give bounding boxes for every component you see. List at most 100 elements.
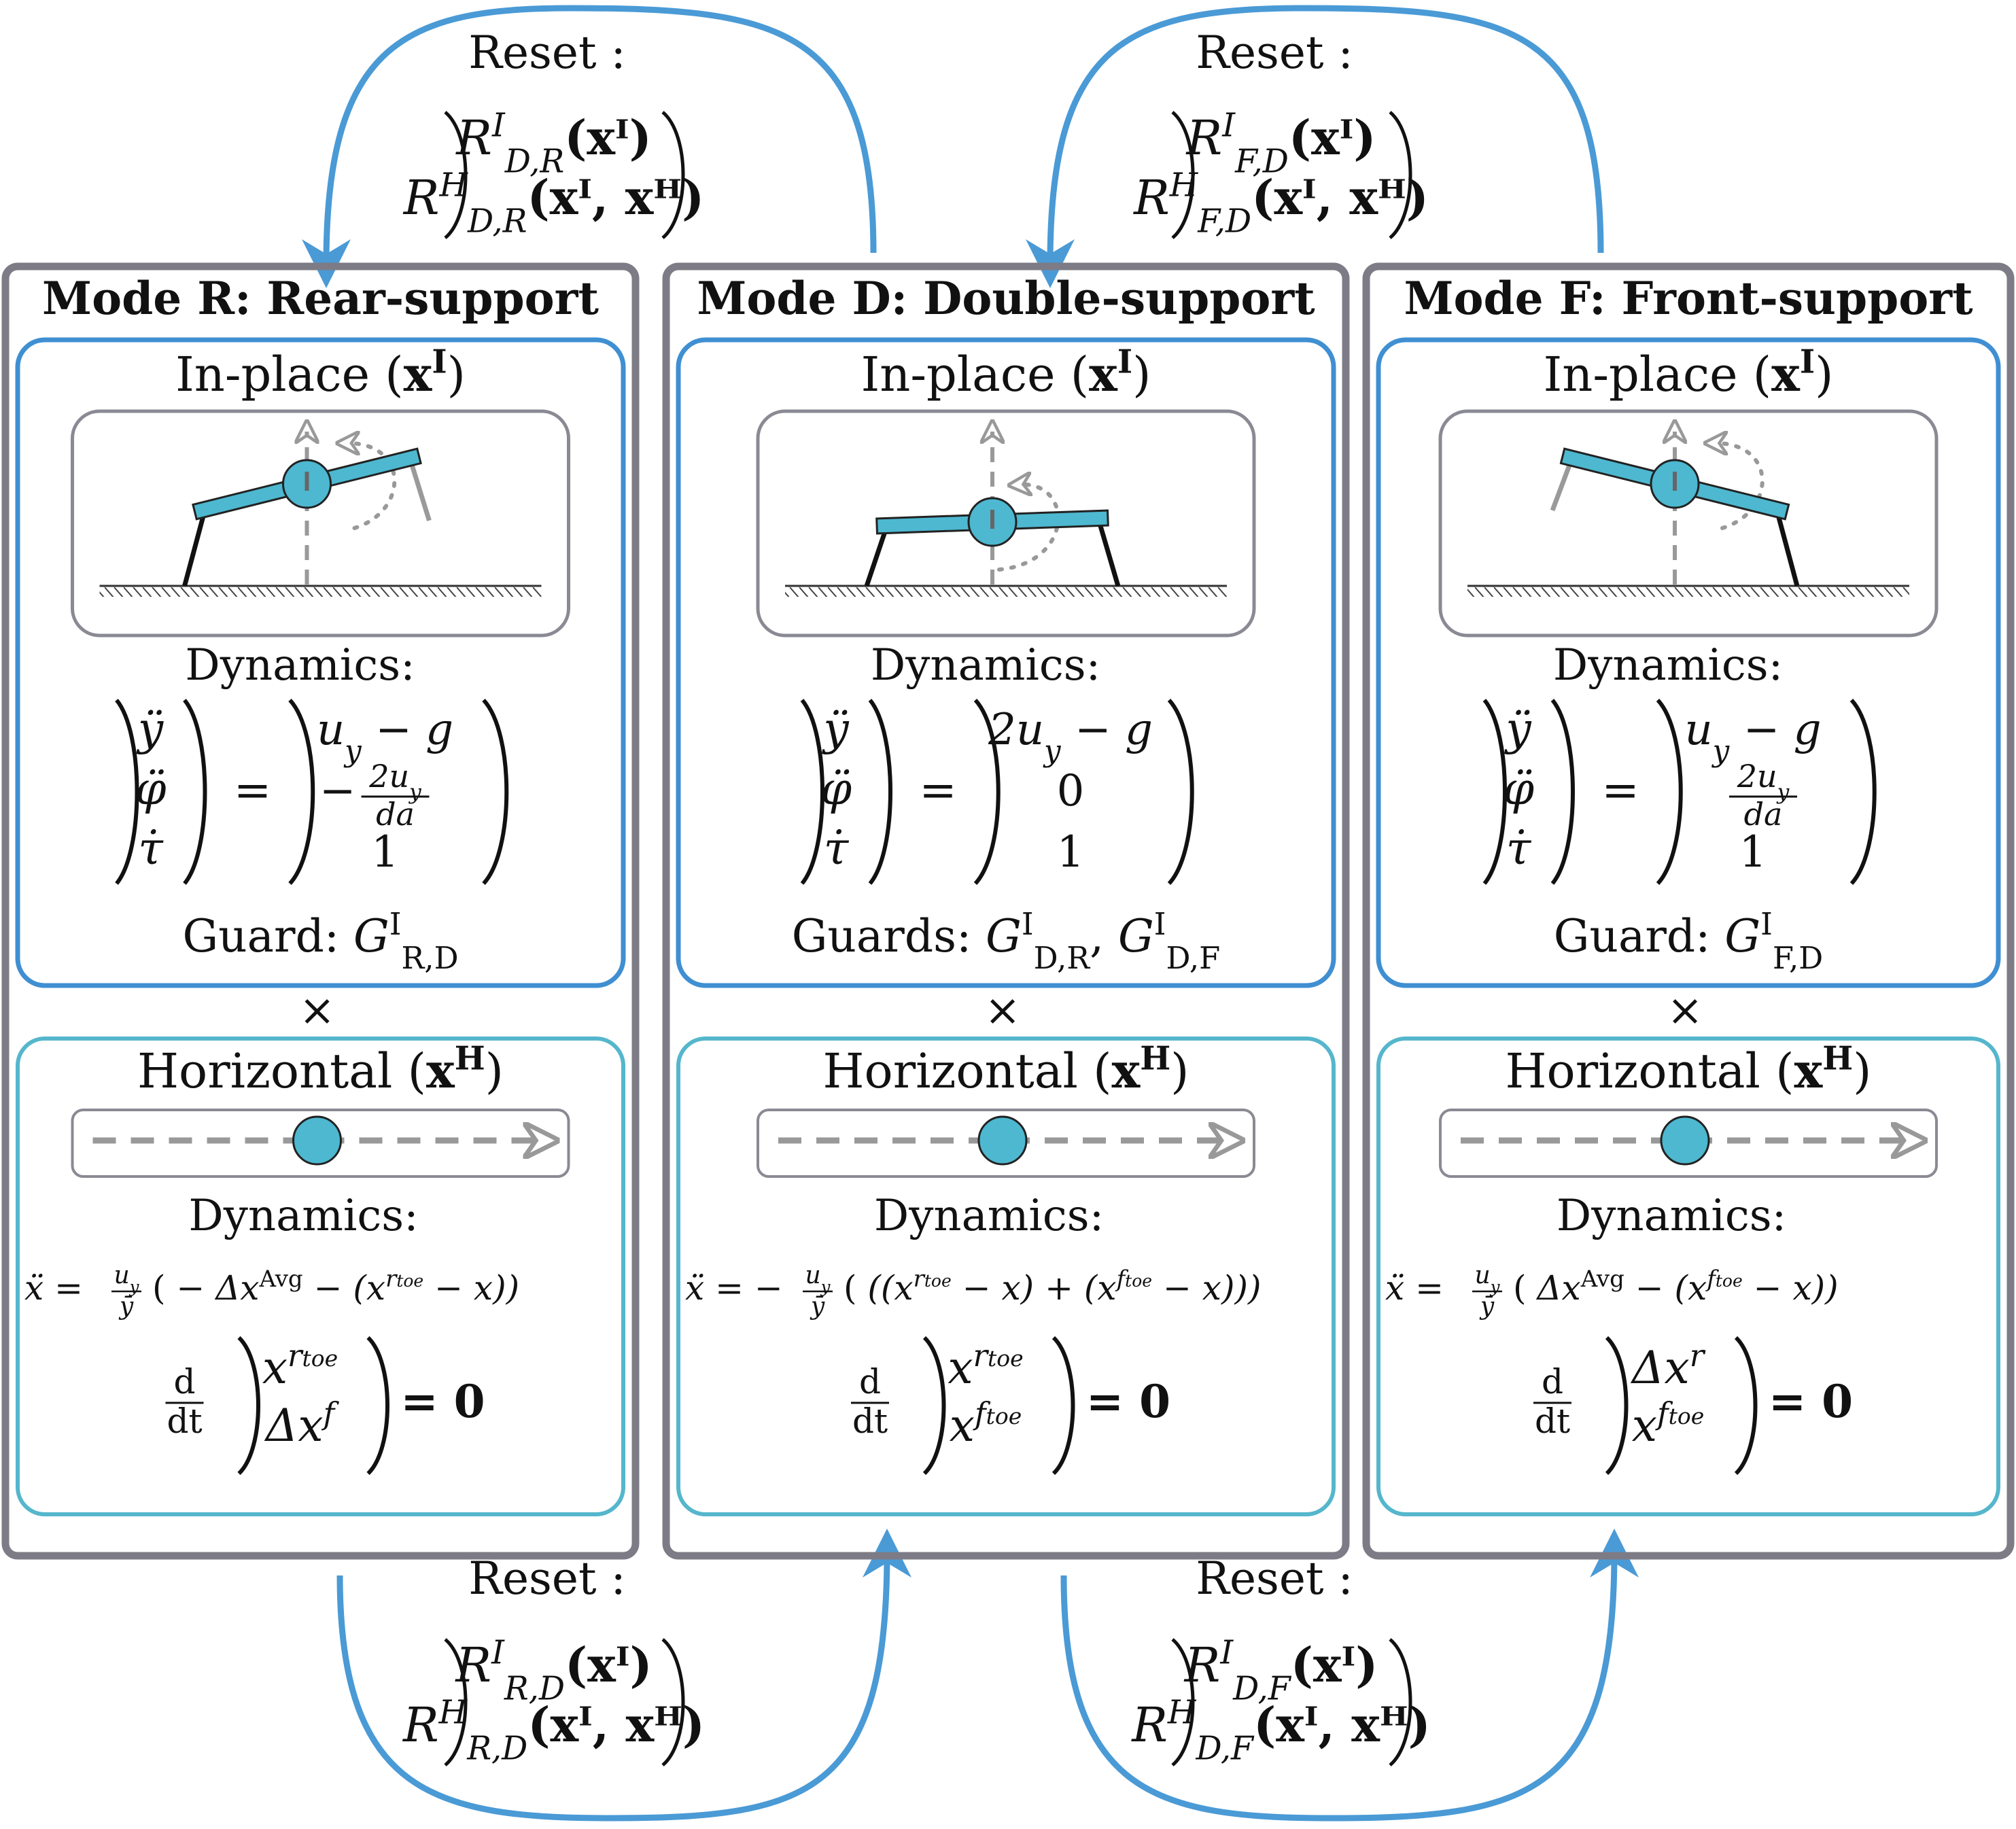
inplace-box [1376, 337, 2001, 988]
robot-sketch [182, 432, 432, 587]
lhs-entry: τ̇ [824, 822, 850, 875]
inplace-title: In-place (xI) [861, 343, 1151, 402]
left-bracket [922, 1336, 946, 1476]
right-bracket [1167, 698, 1194, 886]
lhs-entry: φ̈ [135, 763, 166, 815]
left-bracket [444, 1638, 468, 1766]
reset-line-horizontal: RHD,R(xᴵ, xᴴ) [402, 167, 704, 240]
reset-bottom-right: Reset :RID,F(xᴵ)RHD,F(xᴵ, xᴴ) [1130, 1552, 1431, 1768]
reset-line-inplace: RIR,D(xᴵ) [454, 1634, 652, 1707]
horizontal-com [977, 1115, 1028, 1166]
inplace-dynamics-equation: ÿφ̈τ̇=2uy − g01 [800, 698, 1194, 886]
mode-border [1, 262, 640, 1560]
horizontal-com [1660, 1115, 1710, 1166]
equals-sign: = [234, 764, 271, 816]
left-bracket [1605, 1336, 1629, 1476]
reset-bottom-left: Reset :RIR,D(xᴵ)RHR,D(xᴵ, xᴴ) [402, 1552, 705, 1768]
hdyn-lhs: ẍ = [24, 1268, 83, 1308]
product-symbol: × [984, 986, 1021, 1036]
left-bracket [973, 698, 1001, 886]
robot-sketch [1550, 432, 1800, 587]
product-symbol: × [299, 986, 336, 1036]
left-bracket [115, 699, 139, 885]
horizontal-sketch-frame [1439, 1109, 1938, 1178]
equals-sign: = [919, 764, 956, 816]
horizontal-title: Horizontal (xH) [823, 1039, 1189, 1099]
vector-top: xrtoe [262, 1338, 338, 1394]
horizontal-dynamics-label: Dynamics: [874, 1191, 1104, 1241]
hdyn-frac-denominator: ȳ [118, 1293, 134, 1321]
ddt-numerator: d [1542, 1362, 1563, 1401]
left-bracket [1656, 698, 1683, 886]
arrow-bottom-right [1060, 1529, 1639, 1822]
right-bracket [1389, 1638, 1412, 1766]
arrow-top-right [1026, 5, 1604, 288]
horizontal-box [16, 1037, 625, 1516]
rear-leg [1550, 460, 1574, 512]
reset-label: Reset : [468, 27, 625, 79]
vector-top: Δxr [1630, 1338, 1706, 1394]
rhs-top: 2uy − g [988, 705, 1153, 768]
robot-sketch [864, 432, 1121, 587]
rhs-mid: 0 [1057, 766, 1085, 816]
rhs-top: uy − g [317, 705, 453, 768]
equals-zero: = 0 [1086, 1375, 1170, 1428]
rhs-mid-sign: − [319, 766, 356, 816]
ddt-denominator: dt [852, 1401, 888, 1441]
ground-hatch [1467, 586, 1909, 597]
right-bracket [868, 699, 892, 885]
reset-line-inplace: RIF,D(xᴵ) [1185, 107, 1376, 180]
vector-bottom: Δxf [264, 1395, 340, 1452]
front-leg [1776, 517, 1800, 587]
arrow-bottom-left [336, 1529, 911, 1822]
inplace-dynamics-label: Dynamics: [1553, 640, 1783, 691]
rotation-arrow [997, 485, 1060, 572]
inplace-title: In-place (xI) [1544, 343, 1834, 402]
left-bracket [800, 699, 824, 885]
right-bracket [366, 1336, 389, 1476]
right-bracket [1734, 1336, 1758, 1476]
lhs-entry: ÿ [136, 703, 164, 755]
lhs-entry: τ̇ [1506, 822, 1532, 875]
left-bracket [1171, 111, 1195, 239]
mode-title: Mode R: Rear-support [42, 272, 599, 325]
inplace-box [676, 337, 1336, 988]
reset-label: Reset : [1196, 27, 1353, 79]
reset-label: Reset : [468, 1552, 625, 1605]
product-symbol: × [1667, 986, 1703, 1036]
equals-sign: = [1601, 764, 1639, 816]
ddt-numerator: d [173, 1362, 195, 1401]
lhs-entry: ÿ [1504, 703, 1531, 755]
horizontal-dynamics-equation: ẍ =uyȳ( − ΔxAvg − (xrtoe − x)) [24, 1261, 519, 1321]
right-bracket [661, 1638, 685, 1766]
reset-line-horizontal: RHF,D(xᴵ, xᴴ) [1132, 167, 1429, 240]
reset-labels: Reset :RID,R(xᴵ)RHD,R(xᴵ, xᴴ)Reset :RIF,… [402, 27, 1431, 1768]
reset-top-left: Reset :RID,R(xᴵ)RHD,R(xᴵ, xᴴ) [402, 27, 704, 241]
right-bracket [482, 698, 509, 886]
rear-leg [864, 530, 888, 587]
horizontal-box [1376, 1037, 2000, 1516]
rhs-bottom: 1 [1057, 827, 1085, 877]
left-bracket [288, 698, 315, 886]
horizontal-dynamics-equation: ẍ = −uyȳ( ((xrtoe − x) + (xftoe − x))) [685, 1261, 1261, 1321]
right-bracket [1389, 111, 1412, 239]
horizontal-box [676, 1037, 1336, 1516]
horizontal-dynamics-label: Dynamics: [188, 1191, 418, 1241]
guard-expression: Guard: GIR,D [182, 906, 458, 976]
lhs-entry: ÿ [821, 703, 849, 755]
inplace-dynamics-label: Dynamics: [871, 640, 1100, 691]
hdyn-frac-denominator: ȳ [810, 1293, 825, 1321]
front-leg [409, 460, 432, 521]
left-bracket [1171, 1638, 1195, 1766]
front-leg [1097, 523, 1121, 587]
transition-arrows [302, 5, 1639, 1822]
right-bracket [661, 111, 685, 239]
rhs-mid-denominator: da [1744, 796, 1783, 833]
horizontal-dynamics-label: Dynamics: [1557, 1191, 1786, 1241]
